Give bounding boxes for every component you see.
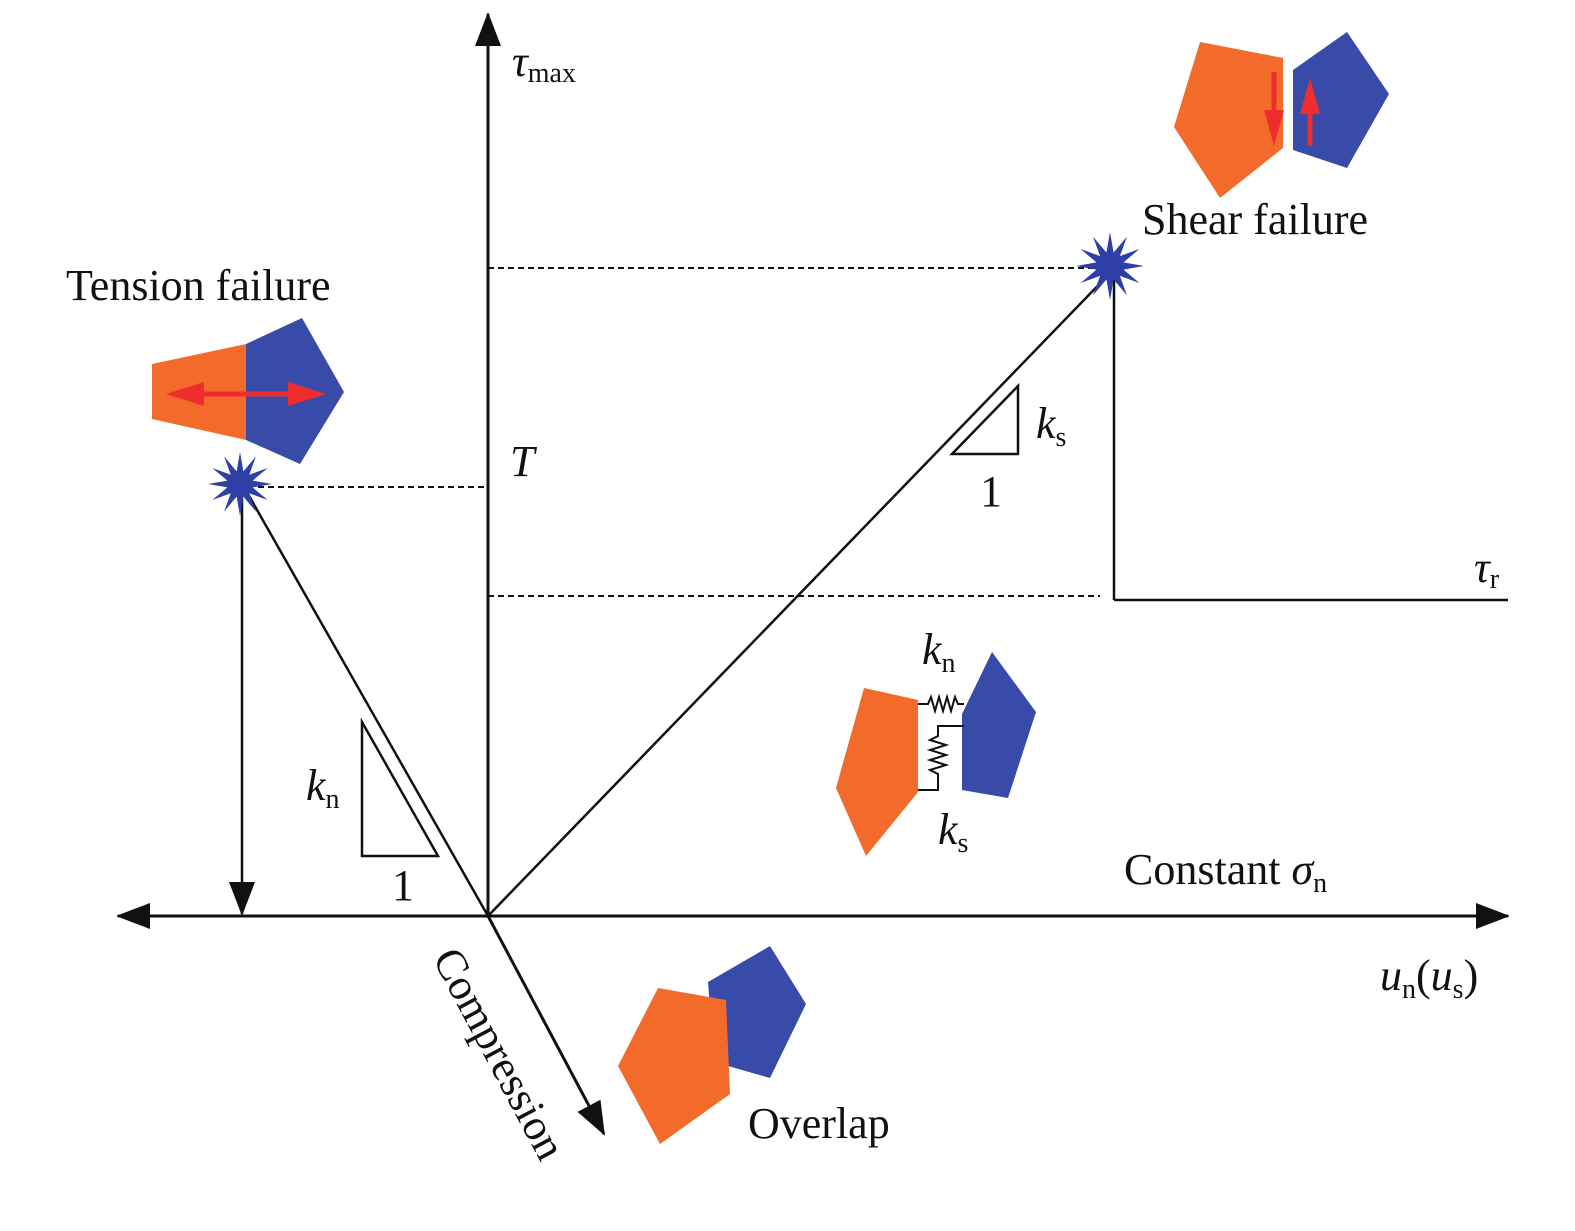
spring-ks-label: ks <box>938 805 968 859</box>
overlap-blocks-icon <box>618 946 806 1144</box>
compression-arrow <box>486 915 606 1136</box>
shear-failure-blocks-icon <box>1174 32 1389 198</box>
tension-failure-blocks-icon <box>152 318 344 464</box>
ks-slope-triangle <box>949 382 1020 456</box>
compression-label: Compression <box>423 940 575 1168</box>
spring-kn-label: kn <box>922 625 956 679</box>
tension-loading-line <box>242 486 490 917</box>
shear-failure-burst-icon <box>1076 232 1144 300</box>
tension-failure-burst-icon <box>208 452 272 516</box>
kn-slope-run-label: 1 <box>392 861 414 910</box>
shear-loading-line <box>487 269 1114 917</box>
tau-max-label: τmax <box>512 37 576 89</box>
spring-joint-blocks-icon <box>836 652 1036 856</box>
tension-failure-label: Tension failure <box>66 261 331 310</box>
overlap-label: Overlap <box>748 1099 890 1148</box>
shear-failure-label: Shear failure <box>1142 195 1368 244</box>
tensile-strength-label: T <box>510 437 538 486</box>
tau-r-label: τr <box>1474 543 1500 595</box>
constant-sigma-label: Constant σn <box>1124 845 1327 899</box>
kn-slope-label: kn <box>306 761 340 815</box>
x-axis-label: un(us) <box>1380 951 1478 1005</box>
ks-slope-run-label: 1 <box>980 467 1002 516</box>
ks-slope-label: ks <box>1036 399 1066 453</box>
kn-slope-triangle <box>360 717 441 858</box>
